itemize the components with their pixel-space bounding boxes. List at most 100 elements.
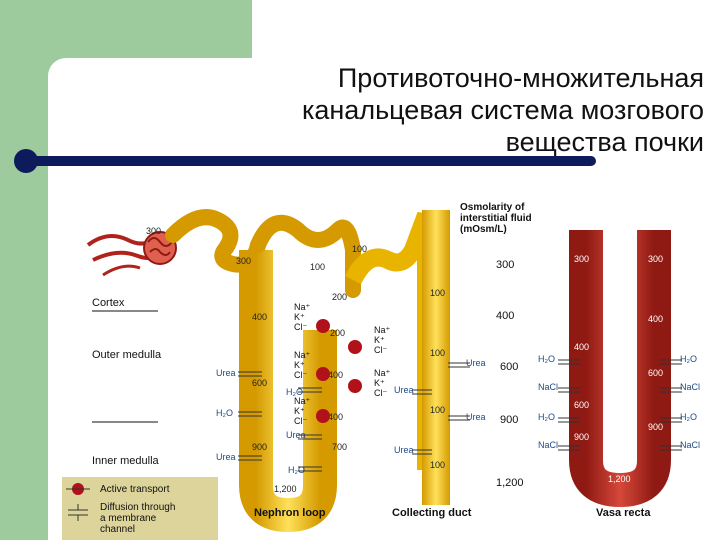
- nephron-value: 400: [328, 412, 343, 422]
- membrane-channels: [238, 359, 682, 472]
- osmolarity-header-line: interstitial fluid: [460, 213, 532, 224]
- ion-label: K⁺: [374, 378, 385, 388]
- duct-value: 100: [430, 288, 445, 298]
- h2o-label: H₂O: [680, 412, 697, 422]
- osmolarity-header-line: (mOsm/L): [460, 224, 507, 235]
- duct-value: 100: [430, 460, 445, 470]
- vasa-value: 300: [648, 254, 663, 264]
- title-divider: [22, 156, 596, 166]
- slide-title: Противоточно-множительная канальцевая си…: [144, 62, 704, 158]
- osmolarity-header-line: Osmolarity of: [460, 202, 525, 213]
- h2o-label: H₂O: [538, 412, 555, 422]
- slide-title-line: канальцевая система мозгового: [301, 95, 704, 125]
- vasa-value: 900: [648, 422, 663, 432]
- ion-label: K⁺: [294, 406, 305, 416]
- nephron-value: 700: [332, 442, 347, 452]
- ion-label: Cl⁻: [294, 370, 307, 380]
- nephron-value: 300: [236, 256, 251, 266]
- nephron-value: 600: [252, 378, 267, 388]
- ion-label: Cl⁻: [374, 388, 387, 398]
- structure-labels: Nephron loop Collecting duct Vasa recta: [254, 507, 651, 519]
- zone-labels: Cortex Outer medulla Inner medulla: [92, 297, 162, 467]
- title-divider-bullet: [14, 149, 38, 173]
- urea-label: Urea: [216, 452, 236, 462]
- nephron-value: 300: [146, 226, 161, 236]
- zone-inner-medulla: Inner medulla: [92, 455, 160, 467]
- active-pump: [316, 367, 330, 381]
- slide-title-line: вещества почки: [505, 127, 704, 157]
- duct-values: 100 100 100 100: [430, 288, 445, 470]
- active-pump: [316, 319, 330, 333]
- legend-diffusion-line: Diffusion through: [100, 502, 175, 513]
- zone-outer-medulla: Outer medulla: [92, 349, 162, 361]
- nephron-value: 200: [332, 292, 347, 302]
- vasa-recta: [569, 230, 671, 508]
- h2o-label: H₂O: [286, 387, 303, 397]
- slide-accent-green-left: [0, 200, 48, 540]
- vasa-value: 300: [574, 254, 589, 264]
- legend: Active transport Diffusion through a mem…: [62, 477, 218, 540]
- h2o-label: H₂O: [538, 354, 555, 364]
- duct-value: 100: [430, 348, 445, 358]
- osmolarity-scale: Osmolarity of interstitial fluid (mOsm/L…: [460, 202, 532, 489]
- nacl-label: NaCl: [680, 382, 700, 392]
- active-pump: [348, 379, 362, 393]
- vasa-value: 900: [574, 432, 589, 442]
- ion-label: Cl⁻: [294, 322, 307, 332]
- duct-value: 100: [430, 405, 445, 415]
- nephron-value: 200: [330, 328, 345, 338]
- urea-label: Urea: [466, 412, 486, 422]
- osmolarity-value: 400: [496, 310, 514, 322]
- vasa-value: 600: [648, 368, 663, 378]
- ion-labels: Na⁺ K⁺ Cl⁻ Na⁺ K⁺ Cl⁻ Na⁺ K⁺ Cl⁻ Na⁺ K⁺ …: [294, 302, 391, 426]
- urea-label: Urea: [466, 358, 486, 368]
- ion-label: Na⁺: [374, 368, 391, 378]
- osmolarity-value: 900: [500, 414, 518, 426]
- vasa-value: 600: [574, 400, 589, 410]
- osmolarity-value: 1,200: [496, 477, 524, 489]
- ion-label: Cl⁻: [294, 416, 307, 426]
- ion-label: Na⁺: [374, 325, 391, 335]
- vasa-values: 300 300 400 400 600 600 900 900 1,200: [574, 254, 663, 484]
- countercurrent-diagram: Cortex Outer medulla Inner medulla Osmol…: [62, 202, 700, 540]
- glomerulus: [86, 231, 177, 277]
- label-collecting-duct: Collecting duct: [392, 507, 472, 519]
- title-panel: [48, 58, 720, 200]
- diffusion-labels: Urea H₂O H₂O Urea Urea H₂O Urea Urea Ure…: [216, 354, 700, 475]
- nephron-tubule: [165, 209, 450, 533]
- legend-diffusion-line: a membrane: [100, 513, 157, 524]
- ion-label: Na⁺: [294, 396, 311, 406]
- vasa-value: 400: [574, 342, 589, 352]
- label-vasa-recta: Vasa recta: [596, 507, 651, 519]
- nephron-value: 100: [310, 262, 325, 272]
- vasa-value: 1,200: [608, 474, 631, 484]
- ion-label: K⁺: [294, 360, 305, 370]
- ion-label: K⁺: [294, 312, 305, 322]
- nephron-value: 100: [352, 244, 367, 254]
- nacl-label: NaCl: [680, 440, 700, 450]
- osmolarity-value: 300: [496, 259, 514, 271]
- legend-active-transport: Active transport: [100, 484, 170, 495]
- osmolarity-value: 600: [500, 361, 518, 373]
- vasa-value: 400: [648, 314, 663, 324]
- legend-diffusion-line: channel: [100, 524, 135, 535]
- h2o-label: H₂O: [216, 408, 233, 418]
- legend-channel-icon: [68, 504, 88, 521]
- urea-label: Urea: [394, 385, 414, 395]
- nephron-value: 400: [328, 370, 343, 380]
- h2o-label: H₂O: [680, 354, 697, 364]
- ion-label: Na⁺: [294, 350, 311, 360]
- nephron-value: 400: [252, 312, 267, 322]
- urea-label: Urea: [286, 430, 306, 440]
- nacl-label: NaCl: [538, 440, 558, 450]
- ion-label: K⁺: [374, 335, 385, 345]
- active-pump: [348, 340, 362, 354]
- nephron-value: 1,200: [274, 484, 297, 494]
- ion-label: Cl⁻: [374, 345, 387, 355]
- slide-title-line: Противоточно-множительная: [337, 63, 704, 93]
- urea-label: Urea: [216, 368, 236, 378]
- nephron-value: 900: [252, 442, 267, 452]
- nephron-values: 300 300 100 100 200 400 200 400 600 400 …: [146, 226, 367, 494]
- zone-cortex: Cortex: [92, 297, 125, 309]
- active-pump: [316, 409, 330, 423]
